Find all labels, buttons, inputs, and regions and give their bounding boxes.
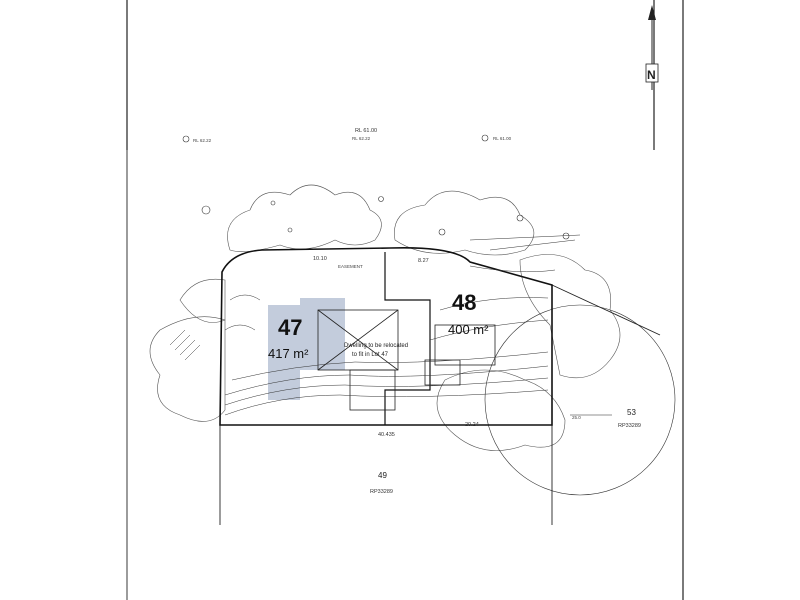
arc-radius (484, 304, 676, 496)
hatched-area (169, 329, 201, 361)
lot-division-line (384, 252, 431, 425)
lot-49-plan: RP33289 (370, 489, 393, 495)
lot-48-number: 48 (452, 290, 476, 315)
dwelling-footprint (317, 309, 496, 411)
dimension-top-right: 8.27 (418, 258, 429, 264)
relocation-note-line-1: Dwelling to be relocated (344, 343, 408, 349)
dimension-top-mid: 10.10 (313, 256, 327, 262)
tree-canopies (149, 184, 621, 451)
relocation-note-line-2: to fit in Lot 47 (352, 352, 389, 358)
left-top-label: RL 62.22 (193, 138, 212, 143)
right-top-label: RL 61.00 (493, 136, 512, 141)
lot-47-area: 417 m² (268, 346, 309, 361)
lot-48-area: 400 m² (448, 322, 489, 337)
top-center-label: RL 61.00 (355, 128, 377, 134)
lot-47-number: 47 (278, 315, 302, 340)
lot-47-highlight (268, 298, 345, 400)
dimension-right-bottom: 20.24 (465, 422, 479, 428)
lot-53-plan: RP33289 (618, 423, 641, 429)
lot-49-number: 49 (378, 471, 387, 480)
north-label: N (647, 68, 656, 82)
right-mark-label: 25.0 (572, 415, 581, 420)
easement-label: EASEMENT (338, 264, 363, 269)
survey-points (182, 134, 570, 240)
contour-lines (224, 234, 581, 416)
top-center-sub-label: RL 62.22 (352, 136, 371, 141)
dimension-bottom: 40.435 (378, 432, 395, 438)
north-arrow-icon (645, 5, 659, 90)
boundary-extensions (126, 150, 661, 600)
lot-53-number: 53 (627, 408, 636, 417)
lot-boundary (219, 246, 553, 426)
